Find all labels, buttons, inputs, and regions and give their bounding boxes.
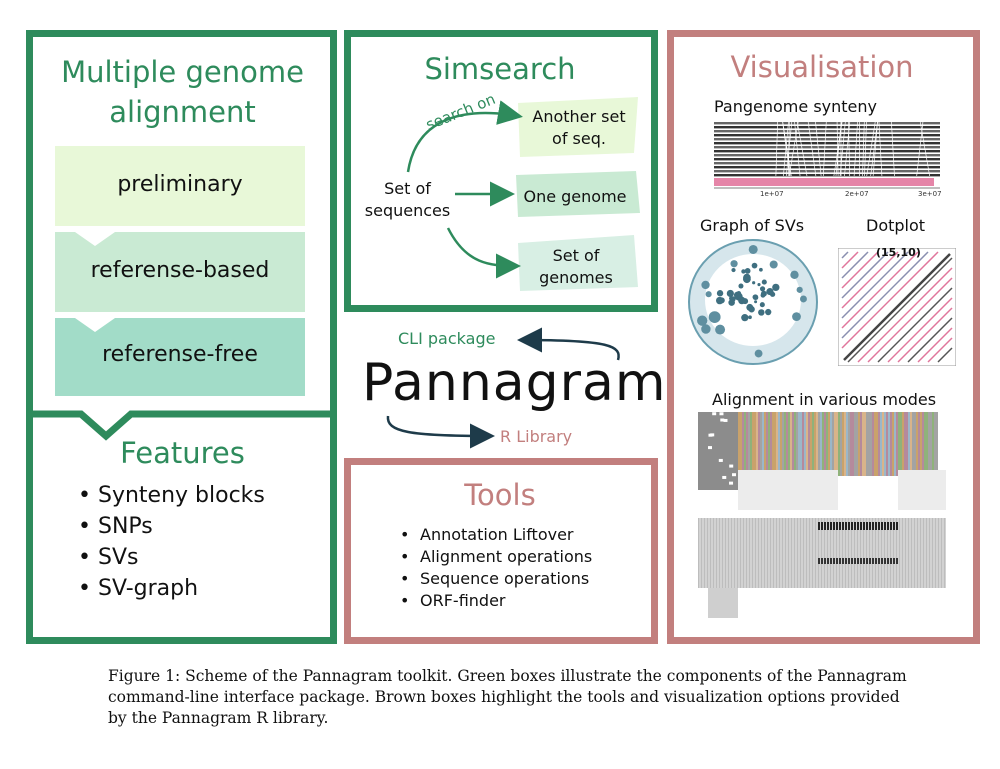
simsearch-target-shapes [516, 97, 640, 291]
feature-item: SV-graph [78, 573, 265, 604]
pannagram-name: Pannagram [362, 353, 667, 413]
features-title: Features [120, 436, 245, 470]
simsearch-target-another: Another set of seq. [532, 107, 626, 148]
mga-steps [55, 146, 305, 396]
graph-of-svs [688, 239, 818, 365]
dotplot-label: Dotplot [866, 216, 926, 235]
features-divider [26, 410, 337, 441]
simsearch-source: Set of sequences [364, 179, 451, 220]
alignment-mode-1 [698, 412, 946, 510]
tool-item: Annotation Liftover [400, 524, 592, 546]
feature-item: Synteny blocks [78, 480, 265, 511]
synteny-tick: 1e+07 [760, 190, 784, 198]
feature-item: SVs [78, 542, 265, 573]
figure-caption: Figure 1: Scheme of the Pannagram toolki… [108, 667, 907, 727]
step-reference-free-shape [55, 318, 305, 396]
step-reference-based-shape [55, 232, 305, 312]
graph-label: Graph of SVs [700, 216, 805, 235]
alignment-mode-2 [698, 518, 946, 624]
tool-item: Alignment operations [400, 546, 592, 568]
simsearch-target-genomes: Set of genomes [539, 246, 613, 287]
feature-item: SNPs [78, 511, 265, 542]
tools-list: Annotation Liftover Alignment operations… [400, 524, 592, 612]
step-preliminary-shape [55, 146, 305, 226]
cli-package-label: CLI package [398, 329, 496, 348]
alignment-label: Alignment in various modes [712, 390, 937, 409]
features-list: Synteny blocks SNPs SVs SV-graph [78, 480, 265, 604]
synteny-tick: 2e+07 [845, 190, 869, 198]
r-library-label: R Library [500, 427, 573, 446]
synteny-tick: 3e+07 [918, 190, 942, 198]
arrow-to-set-of-genomes [446, 227, 521, 279]
step-reference-based: referense-based [90, 258, 270, 283]
tool-item: Sequence operations [400, 568, 592, 590]
tools-title: Tools [464, 478, 536, 512]
simsearch-title: Simsearch [424, 52, 576, 86]
dotplot-coordinate: (15,10) [876, 246, 921, 259]
simsearch-arrows [406, 100, 523, 279]
arrow-cli [517, 327, 620, 361]
visualisation-title: Visualisation [730, 50, 914, 84]
synteny-label: Pangenome synteny [714, 97, 877, 116]
arrow-to-another-set [406, 100, 523, 173]
arrow-rlib [386, 415, 495, 449]
dotplot [838, 248, 956, 366]
simsearch-target-genome: One genome [523, 187, 627, 206]
step-reference-free: referense-free [102, 342, 258, 367]
step-preliminary: preliminary [117, 172, 243, 197]
tool-item: ORF-finder [400, 590, 592, 612]
mga-title: Multiple genome alignment [61, 55, 304, 129]
synteny-plot [710, 118, 960, 200]
pannagram-arrows [386, 327, 620, 449]
